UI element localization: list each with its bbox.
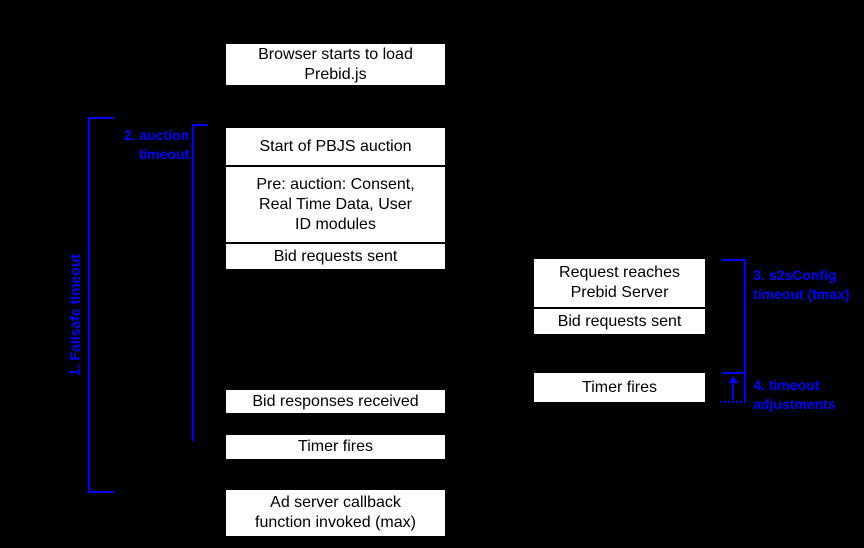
timeout-adjustment-dotted-line — [720, 401, 746, 403]
s2s-bracket-tick-mid — [722, 372, 746, 374]
event-box-timer-fires-server: Timer fires — [534, 373, 705, 402]
event-box-timer-fires-client: Timer fires — [226, 435, 445, 459]
failsafe-bracket-tick-top — [88, 117, 113, 119]
failsafe-bracket-line — [88, 117, 90, 493]
event-box-ad-server-callback: Ad server callback function invoked (max… — [226, 490, 445, 536]
event-box-bid-responses-received: Bid responses received — [226, 390, 445, 413]
up-arrow-icon — [728, 376, 738, 383]
event-box-bid-requests-sent: Bid requests sent — [226, 244, 445, 269]
timeout-adjustments-label: 4. timeout adjustments — [753, 377, 836, 412]
auction-bracket-tick — [192, 124, 208, 126]
failsafe-bracket-tick-bottom — [88, 491, 113, 493]
event-box-request-reaches-prebid-server: Request reaches Prebid Server — [534, 259, 705, 307]
up-arrow-shaft — [732, 383, 734, 400]
failsafe-timeout-label: 1. Failsafe timeout — [66, 253, 83, 377]
s2s-bracket-line — [744, 259, 746, 403]
event-box-pre-auction-modules: Pre: auction: Consent, Real Time Data, U… — [226, 167, 445, 242]
auction-timeout-label: 2. auction timeout — [123, 127, 189, 162]
event-box-start-pbjs-auction: Start of PBJS auction — [226, 128, 445, 165]
event-box-browser-loads-prebid: Browser starts to load Prebid.js — [226, 44, 445, 85]
s2s-bracket-tick-top — [722, 259, 746, 261]
event-box-server-bid-requests-sent: Bid requests sent — [534, 309, 705, 334]
s2s-config-timeout-label: 3. s2sConfig timeout (tmax) — [753, 267, 850, 302]
auction-bracket-line — [192, 124, 194, 441]
